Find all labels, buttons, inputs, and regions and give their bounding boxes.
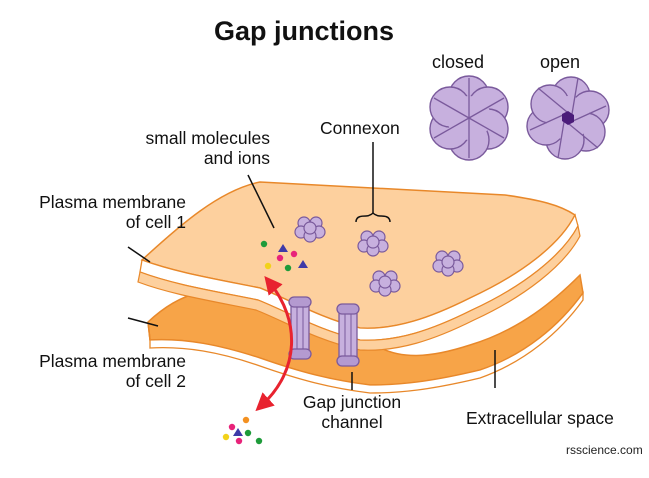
small-molecules-label: small molecules and ions bbox=[118, 128, 270, 168]
small-molecules-label-line1: small molecules bbox=[145, 128, 270, 148]
membrane-cell-2-label: Plasma membrane of cell 2 bbox=[8, 351, 186, 391]
open-pore bbox=[562, 111, 574, 125]
gap-junction-channel-label-line1: Gap junction bbox=[302, 392, 402, 412]
gap-junction-channel-label: Gap junction channel bbox=[290, 392, 414, 432]
connexon-open-icon bbox=[526, 76, 610, 160]
membrane-cell-1-label: Plasma membrane of cell 1 bbox=[8, 192, 186, 232]
connexon-label: Connexon bbox=[320, 118, 400, 138]
watermark: rsscience.com bbox=[566, 443, 643, 457]
gap-junction-channel-2 bbox=[336, 303, 360, 367]
small-molecules-cell-1 bbox=[260, 240, 308, 272]
connexon-2 bbox=[357, 230, 389, 257]
leader-lines bbox=[127, 142, 496, 390]
open-state-label: open bbox=[540, 52, 581, 72]
closed-state-label: closed bbox=[432, 52, 485, 72]
membrane-cell-2-label-line2: of cell 2 bbox=[125, 371, 186, 392]
connexon-4 bbox=[369, 270, 401, 297]
diagram-title: Gap junctions bbox=[214, 16, 395, 46]
connexon-3 bbox=[432, 250, 464, 277]
connexon-closed-icon bbox=[429, 75, 509, 161]
membrane-cell-2-label-line1: Plasma membrane bbox=[39, 351, 186, 371]
connexon-1 bbox=[294, 216, 326, 243]
gap-junction-channel-label-line2: channel bbox=[321, 412, 383, 433]
extracellular-space-label: Extracellular space bbox=[466, 408, 614, 428]
membrane-cell-1-label-line1: Plasma membrane bbox=[39, 192, 186, 212]
small-molecules-label-line2: and ions bbox=[203, 148, 270, 169]
membrane-cell-1-label-line2: of cell 1 bbox=[125, 212, 186, 233]
small-molecules-cell-2 bbox=[222, 416, 263, 445]
transport-arrow bbox=[255, 276, 294, 412]
